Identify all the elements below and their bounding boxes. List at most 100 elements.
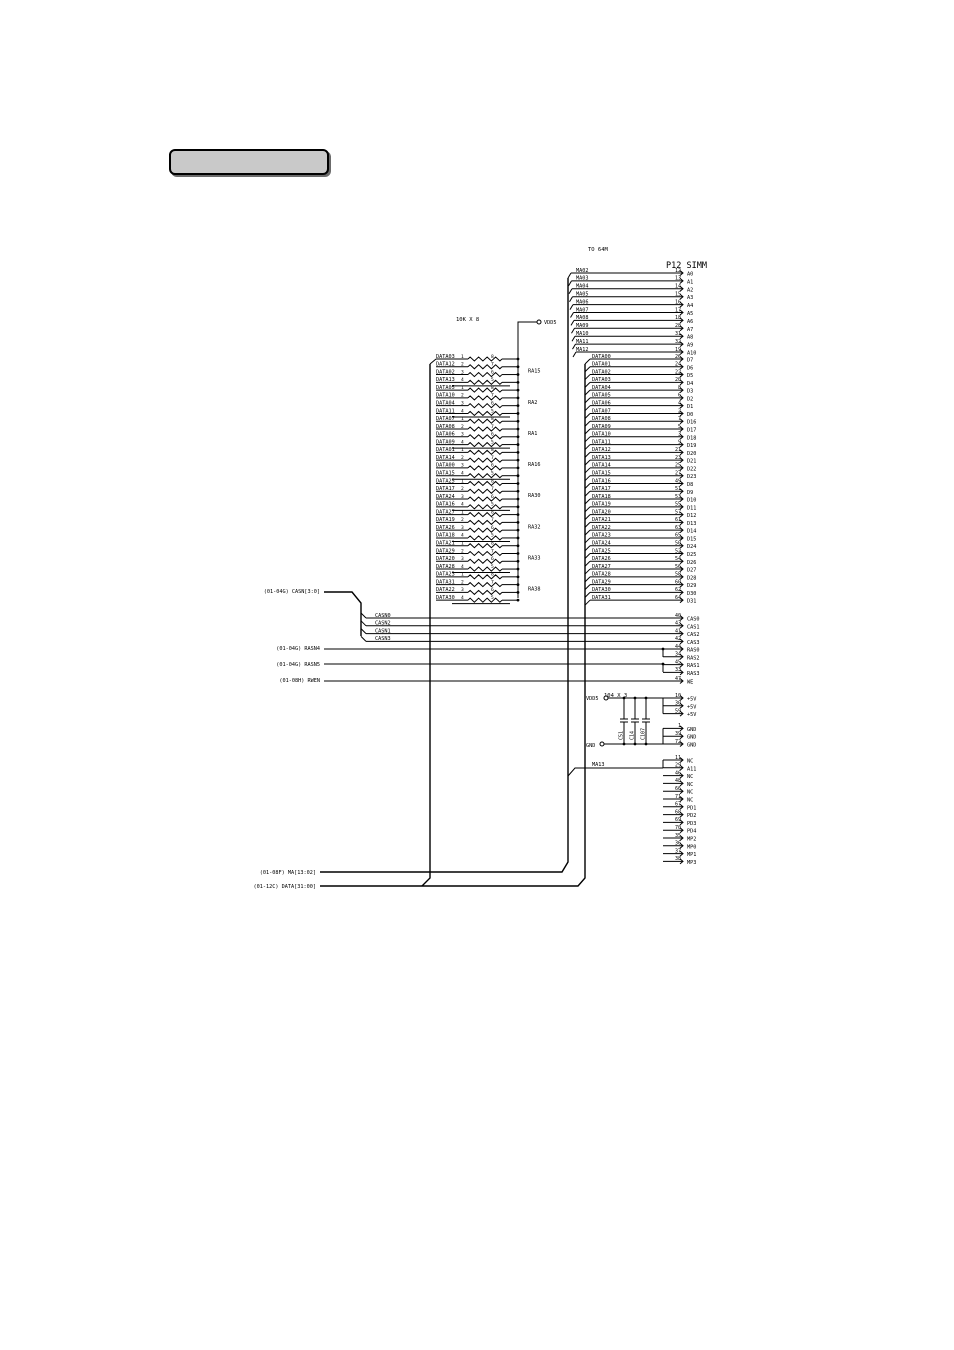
bus-entry (584, 568, 591, 575)
data-pin-number: 8 (678, 385, 681, 391)
address-pin-mark (679, 309, 684, 316)
data-pin-mark (679, 402, 684, 409)
data-pin-name: D2 (687, 396, 693, 402)
cas-pin-mark (679, 638, 684, 645)
data-bus (320, 364, 586, 887)
data-pin-mark (679, 566, 684, 572)
address-net-label: MA08 (576, 315, 589, 321)
data-pin-number: 20 (675, 377, 681, 383)
address-pin-number: 18 (675, 315, 681, 321)
resistor-net-label: DATA28 (436, 564, 455, 570)
resistor-pin-in: 4 (461, 471, 464, 477)
resistor-pin-out: 7 (491, 424, 494, 430)
resistor-zigzag (467, 371, 503, 378)
vdd5-port (536, 319, 542, 325)
data-pin-name: D5 (687, 373, 693, 379)
data-net-label: DATA25 (592, 548, 611, 554)
rail-junction (516, 575, 520, 579)
data-pin-number: 54 (675, 556, 681, 562)
address-pin-number: 13 (675, 276, 681, 282)
resistor-pin-in: 2 (461, 517, 464, 523)
data-pin-name: D21 (687, 459, 696, 465)
address-pin-name: A4 (687, 303, 693, 309)
address-net-label: MA02 (576, 268, 589, 274)
data-pin-name: D28 (687, 575, 696, 581)
gnd-pin-mark (679, 741, 684, 747)
resistor-zigzag (467, 511, 503, 518)
data-pin-name: D22 (687, 466, 696, 472)
data-pin-number: 50 (675, 541, 681, 547)
bus-entry (571, 328, 575, 334)
ras-pin-number: 44 (675, 644, 681, 650)
resistor-pin-out: 5 (491, 471, 494, 477)
resistor-pin-out: 5 (491, 408, 494, 414)
we-pin-number: 47 (675, 676, 681, 682)
address-pin-number: 15 (675, 292, 681, 298)
resistor-zigzag (467, 441, 503, 448)
resistor-pack-ref: RA30 (528, 493, 541, 499)
data-pin-name: D7 (687, 358, 693, 364)
misc-pin-name: MP0 (687, 844, 696, 850)
resistor-zigzag (467, 410, 503, 417)
data-pin-mark (679, 426, 684, 432)
data-pin-name: D13 (687, 521, 696, 527)
resistor-net-label: DATA02 (436, 369, 455, 375)
gnd-pin-mark (679, 733, 684, 740)
misc-pin-number: 36 (675, 841, 681, 847)
resistor-pin-in: 3 (461, 432, 464, 438)
bus-entry (584, 490, 591, 497)
page-tab[interactable] (169, 149, 329, 175)
misc-pin-name: NC (687, 798, 693, 804)
data-net-label: DATA20 (592, 509, 611, 515)
rail-junction (516, 466, 520, 470)
data-pin-number: 64 (675, 595, 681, 601)
resistor-pin-out: 6 (491, 525, 494, 531)
data-net-label: DATA27 (592, 564, 611, 570)
resistor-pin-out: 8 (491, 541, 494, 547)
bus-entry (584, 475, 591, 482)
rail-junction (516, 591, 520, 594)
misc-pin-name: PD3 (687, 821, 696, 827)
data-pin-name: D18 (687, 435, 696, 441)
data-pin-number: 4 (678, 400, 681, 406)
cas-pin-mark (679, 622, 684, 629)
resistor-zigzag (467, 402, 503, 409)
ras-pin-number: 33 (675, 667, 681, 673)
gnd-pin-mark (679, 725, 684, 732)
data-net-label: DATA28 (592, 572, 611, 578)
rail-junction (516, 528, 520, 532)
misc-pin-number: 37 (675, 848, 681, 854)
bus-entry (568, 280, 572, 287)
vcc-pin-number: 10 (675, 693, 681, 699)
resistor-zigzag (467, 473, 503, 479)
resistor-pin-out: 8 (491, 447, 494, 453)
bus-entry (584, 397, 591, 404)
bus-entry (584, 560, 591, 567)
resistor-zigzag (467, 558, 503, 564)
data-net-label: DATA12 (592, 447, 611, 453)
vcc-pin-name: +5V (687, 697, 696, 703)
resistor-pin-in: 2 (461, 455, 464, 461)
bus-entry (584, 428, 591, 435)
resistor-pin-in: 2 (461, 486, 464, 492)
cas-pin-mark (679, 630, 684, 637)
resistor-pack-ref: RA33 (528, 555, 541, 561)
resistor-net-label: DATA29 (436, 548, 455, 554)
rail-junction (516, 380, 520, 384)
misc-pin-number: 66 (675, 786, 681, 792)
bus-entry (584, 483, 591, 489)
data-pin-mark (679, 449, 684, 456)
address-net-label: MA04 (576, 284, 589, 290)
bus-entry (572, 351, 577, 358)
cas-net-label: CASN2 (375, 621, 391, 627)
data-net-label: DATA23 (592, 533, 611, 539)
rail-junction (516, 536, 520, 540)
resistor-pack-ref: RA15 (528, 369, 541, 375)
bus-entry (571, 335, 576, 342)
rwen-label: (01-08H) RWEN (279, 678, 320, 684)
data-pin-number: 5 (678, 424, 681, 430)
data-pin-number: 58 (675, 572, 681, 578)
data-pin-mark (679, 457, 684, 464)
data-pin-name: D31 (687, 599, 696, 605)
data-pin-name: D3 (687, 389, 693, 395)
